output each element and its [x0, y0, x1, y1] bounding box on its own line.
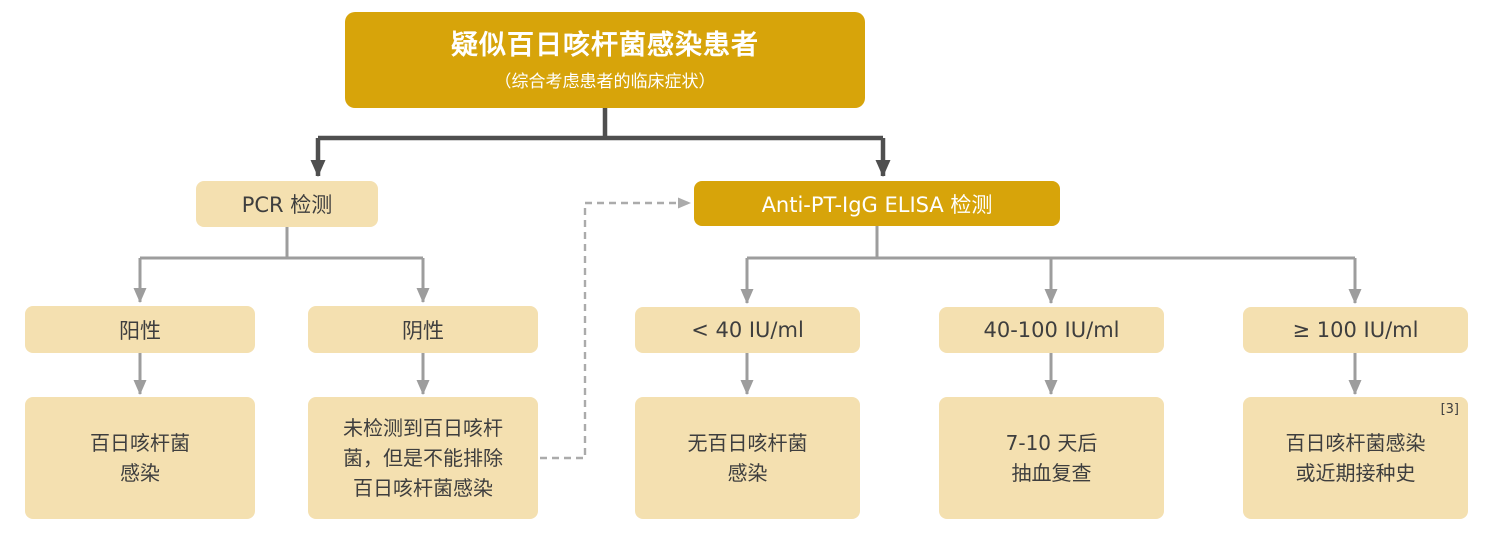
node-result-pcr-negative: 未检测到百日咳杆 菌，但是不能排除 百日咳杆菌感染: [308, 397, 538, 519]
node-elisa-above-100: ≥ 100 IU/ml: [1243, 307, 1468, 353]
elisa-above-100-label: ≥ 100 IU/ml: [1292, 318, 1419, 342]
elisa-40-100-label: 40-100 IU/ml: [983, 318, 1120, 342]
result-no-infection-text: 无百日咳杆菌 感染: [687, 431, 808, 485]
node-elisa-below-40: < 40 IU/ml: [635, 307, 860, 353]
pcr-positive-label: 阳性: [119, 318, 161, 343]
root-text-block: 疑似百日咳杆菌感染患者 （综合考虑患者的临床症状）: [451, 28, 759, 91]
node-result-infection-or-vaccination: 百日咳杆菌感染 或近期接种史 [3]: [1243, 397, 1468, 519]
result-pcr-positive-text: 百日咳杆菌 感染: [90, 431, 190, 485]
node-pcr-test: PCR 检测: [196, 181, 378, 227]
result-retest-text: 7-10 天后 抽血复查: [1005, 431, 1098, 485]
node-elisa-test: Anti-PT-IgG ELISA 检测: [694, 181, 1060, 226]
node-result-pcr-positive: 百日咳杆菌 感染: [25, 397, 255, 519]
node-pcr-positive: 阳性: [25, 306, 255, 353]
elisa-test-label: Anti-PT-IgG ELISA 检测: [761, 192, 993, 217]
connector-pcr-split: [140, 227, 423, 260]
result-pcr-negative-text: 未检测到百日咳杆 菌，但是不能排除 百日咳杆菌感染: [343, 416, 503, 500]
pcr-test-label: PCR 检测: [241, 193, 333, 217]
node-elisa-40-100: 40-100 IU/ml: [939, 307, 1164, 353]
connector-dashed-negative-to-elisa: [540, 197, 691, 460]
connector-elisa-split: [747, 226, 1355, 260]
root-subtitle: （综合考虑患者的临床症状）: [494, 71, 716, 92]
reference-superscript: [3]: [1440, 402, 1459, 417]
node-result-no-infection: 无百日咳杆菌 感染: [635, 397, 860, 519]
node-root: 疑似百日咳杆菌感染患者 （综合考虑患者的临床症状）: [345, 12, 865, 108]
pcr-negative-label: 阴性: [402, 318, 444, 343]
connector-root-split: [318, 108, 883, 141]
node-pcr-negative: 阴性: [308, 306, 538, 353]
elisa-below-40-label: < 40 IU/ml: [691, 318, 804, 342]
root-title: 疑似百日咳杆菌感染患者: [451, 30, 759, 62]
node-result-retest: 7-10 天后 抽血复查: [939, 397, 1164, 519]
result-infection-or-vaccination-text: 百日咳杆菌感染 或近期接种史: [1285, 431, 1426, 485]
